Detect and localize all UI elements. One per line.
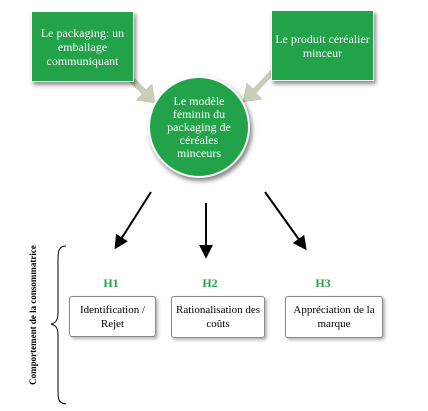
outcome-box-appreciation-text: Appréciation de la marque xyxy=(293,304,375,330)
outcome-box-identification: Identification / Rejet xyxy=(69,296,156,337)
product-box: Le produit céréalier minceur xyxy=(271,10,374,81)
hypothesis-h2-label: H2 xyxy=(202,276,218,290)
side-label: Comportement de la consommatrice xyxy=(28,245,38,385)
arrow-to-h3 xyxy=(264,191,307,251)
product-box-text: Le produit céréalier minceur xyxy=(275,31,370,60)
hypothesis-h3-label: H3 xyxy=(315,276,331,290)
outcome-box-rationalisation-text: Rationalisation des coûts xyxy=(175,304,260,330)
outcome-box-rationalisation: Rationalisation des coûts xyxy=(171,296,265,338)
packaging-box: Le packaging: un emballage communiquant xyxy=(31,11,134,82)
center-circle-text: Le modèle féminin du packaging de céréal… xyxy=(167,93,231,160)
outcome-box-identification-text: Identification / Rejet xyxy=(79,303,146,330)
hypothesis-h1-label: H1 xyxy=(103,276,119,290)
outcome-box-appreciation: Appréciation de la marque xyxy=(285,296,383,338)
center-circle: Le modèle féminin du packaging de céréal… xyxy=(148,76,250,178)
packaging-box-text: Le packaging: un emballage communiquant xyxy=(40,25,125,68)
arrow-to-h1 xyxy=(114,191,152,250)
left-brace xyxy=(50,245,67,405)
